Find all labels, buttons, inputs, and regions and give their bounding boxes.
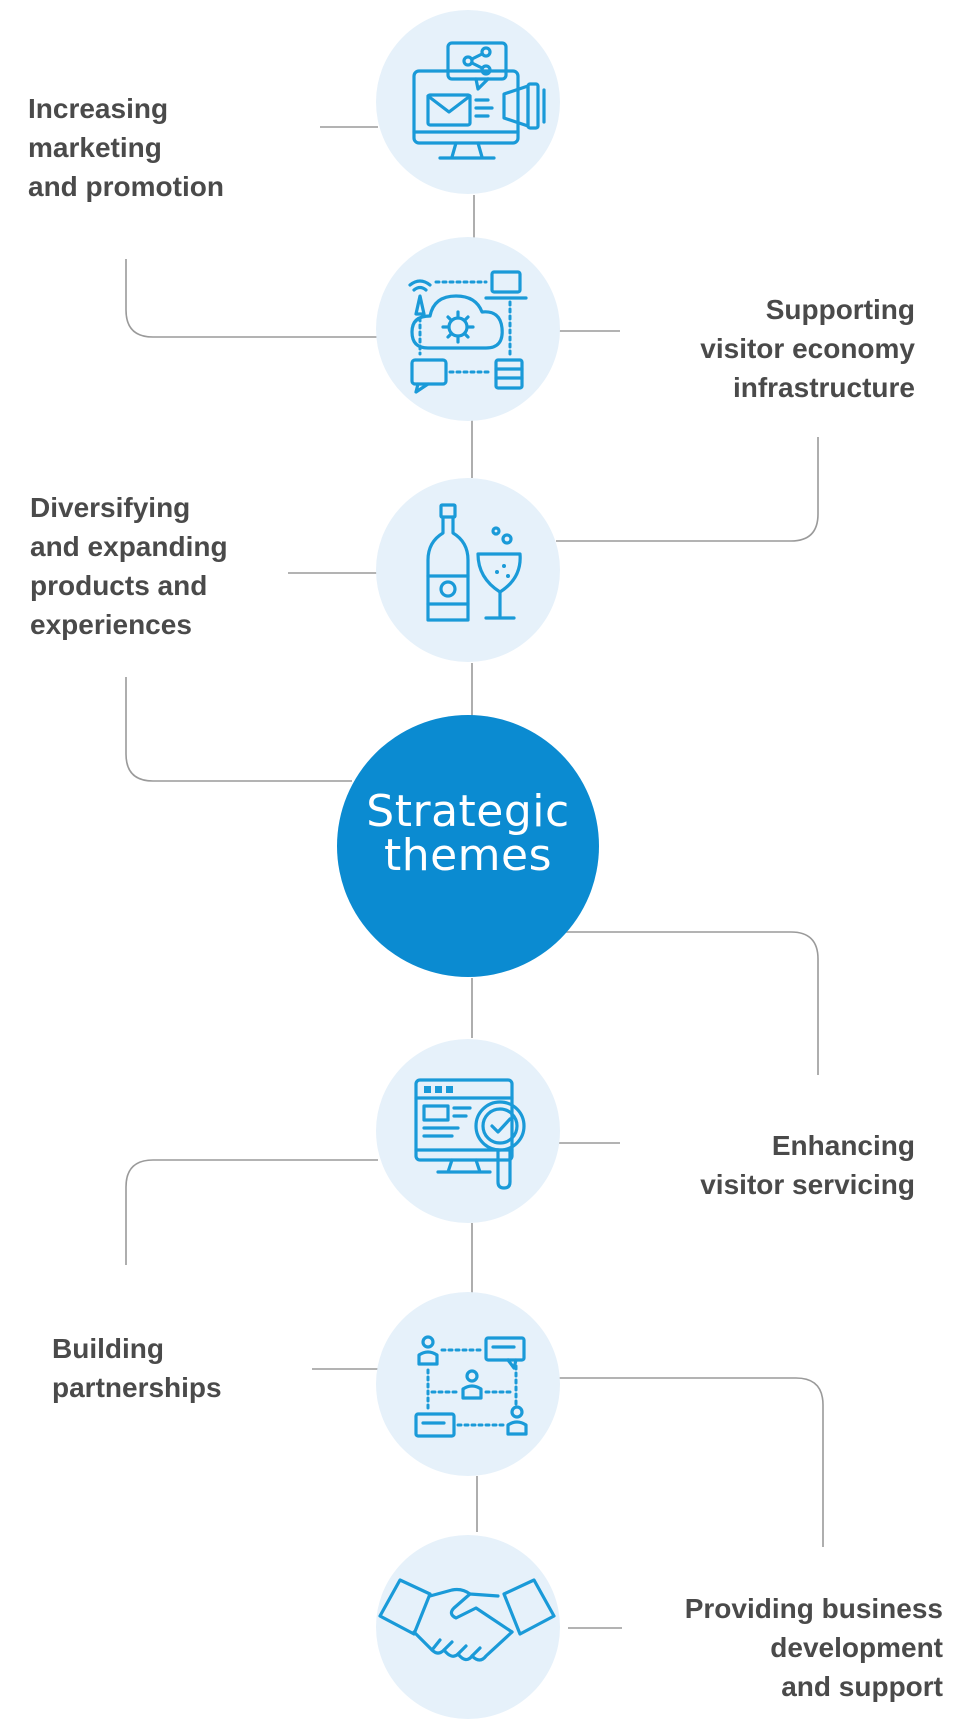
marketing-monitor-icon	[412, 41, 546, 160]
monitor-magnifier-check-icon	[414, 1078, 526, 1190]
center-circle	[337, 715, 599, 977]
cloud-network-icon	[408, 270, 528, 394]
theme-circle-6	[376, 1535, 560, 1719]
people-network-icon	[414, 1335, 528, 1438]
theme-circle-5	[376, 1292, 560, 1476]
connectors	[125, 126, 824, 1629]
theme-label-3: Diversifying and expanding products and …	[30, 492, 228, 640]
theme-label-6: Providing business development and suppo…	[684, 1593, 943, 1702]
theme-label-1: Increasing marketing and promotion	[28, 93, 224, 202]
connector-theme-3-to-center	[125, 677, 352, 782]
theme-label-5: Building partnerships	[52, 1333, 222, 1403]
connector-theme-5-to-6	[556, 1377, 824, 1547]
theme-label-2: Supporting visitor economy infrastructur…	[700, 294, 915, 403]
connector-center-to-theme-4	[565, 931, 819, 1075]
theme-label-4: Enhancing visitor servicing	[700, 1130, 915, 1200]
connector-theme-4-to-5	[125, 1159, 378, 1265]
wine-bottle-glass-icon	[426, 503, 522, 622]
connector-theme-1-to-2	[125, 259, 378, 338]
theme-circle-4	[376, 1039, 560, 1223]
connector-theme-2-to-3	[556, 437, 819, 542]
theme-circles	[337, 10, 599, 1719]
handshake-icon	[378, 1578, 556, 1662]
center-label: Strategic themes	[366, 786, 570, 881]
theme-circle-1	[376, 10, 560, 194]
